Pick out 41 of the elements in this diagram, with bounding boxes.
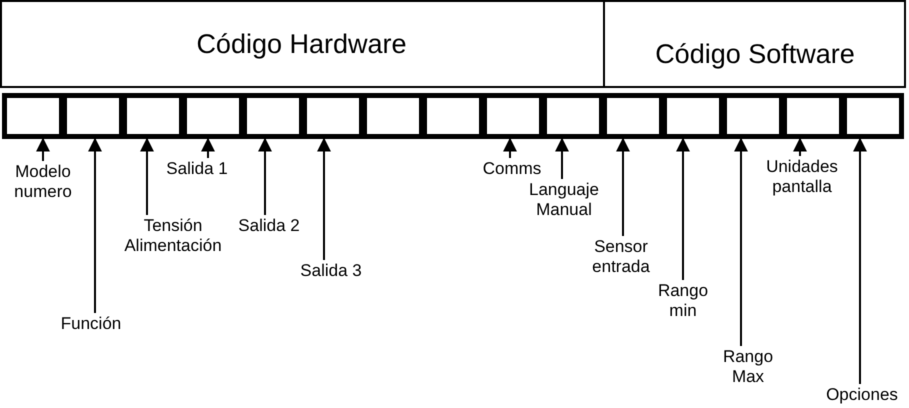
code-digit-cell [302,93,364,139]
arrow [201,138,215,158]
arrow [555,138,569,179]
code-digit-cell [182,93,244,139]
field-label: Rango Max [713,347,783,387]
code-digit-cell [482,93,544,139]
arrow [734,138,748,346]
arrow [88,138,102,313]
code-digit-cell [842,93,904,139]
code-digit-cell [662,93,724,139]
code-digit-cell [722,93,784,139]
field-label: Opciones [817,385,907,405]
arrow [258,138,272,215]
arrow [676,138,690,280]
arrow [853,138,867,384]
field-label: Salida 1 [157,159,237,179]
code-digit-cell [62,93,124,139]
code-digit-cell [422,93,484,139]
arrow [793,138,807,156]
arrow [317,138,331,260]
field-label: Rango min [648,281,718,321]
arrow [36,138,50,161]
arrow [140,138,154,215]
code-digit-cell [542,93,604,139]
code-digit-cell [782,93,844,139]
code-section-header: Código Software [603,0,905,88]
field-label: Función [46,314,136,334]
field-label: Languaje Manual [514,180,614,220]
field-label: Modelo numero [0,162,88,202]
code-digit-cell [602,93,664,139]
field-label: Comms [477,159,547,179]
field-label: Salida 3 [291,261,371,281]
code-digit-cell [122,93,184,139]
code-digit-cell [362,93,424,139]
field-label: Sensor entrada [576,237,666,277]
arrow [503,138,517,158]
field-label: Unidades pantalla [757,157,847,197]
code-digit-cell [242,93,304,139]
code-section-header: Código Hardware [0,0,603,88]
code-digit-cell [2,93,64,139]
arrow [616,138,630,236]
